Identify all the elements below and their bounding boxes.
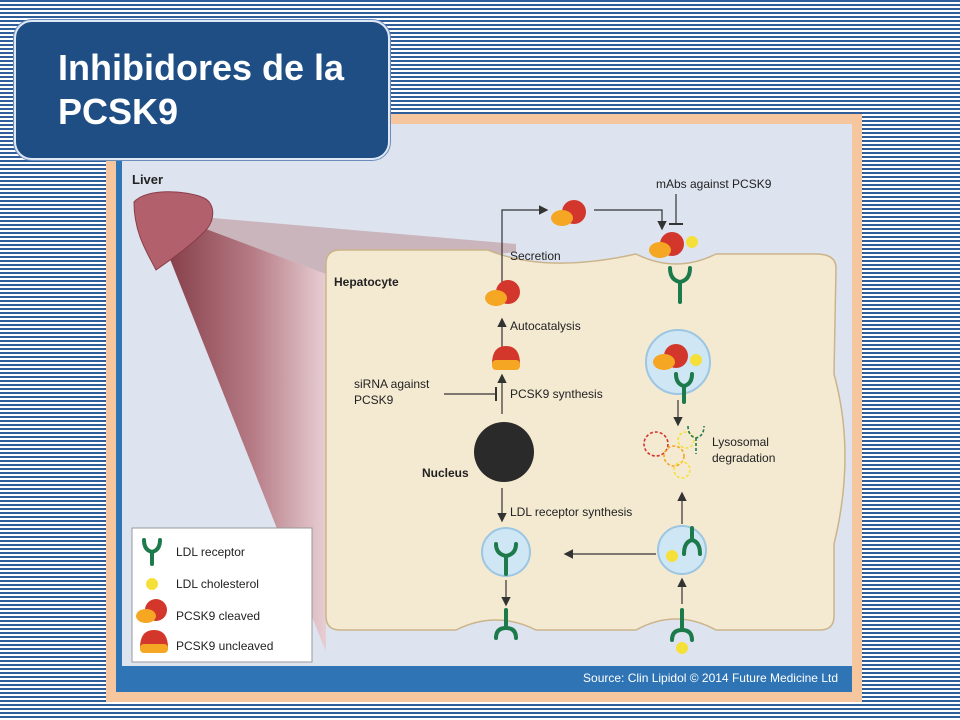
slide-title-box: Inhibidores de la PCSK9 (14, 20, 390, 160)
slide-title-line-2: PCSK9 (58, 91, 179, 132)
pathway-line-to-receptor (594, 209, 667, 231)
legend-ldl-cholesterol-icon (146, 578, 158, 590)
secretion-label: Secretion (510, 249, 561, 263)
pathway-line-secretion-out (501, 205, 549, 262)
sirna-label-line-1: siRNA against (354, 377, 430, 391)
ldl-receptor-surface-bottom-right (670, 608, 694, 642)
ldl-receptor-in-new-vesicle (494, 542, 518, 576)
legend-label-ldl-receptor: LDL receptor (176, 545, 245, 559)
figure-left-strip (116, 124, 122, 692)
legend-label-ldl-cholesterol: LDL cholesterol (176, 577, 259, 591)
liver-label: Liver (132, 172, 163, 187)
pcsk9-cleaved-intracellular (485, 280, 520, 306)
diagram-canvas: Liver Hepatocyte Nucleus Secretion Autoc… (131, 172, 846, 663)
pcsk9-diagram: Liver Hepatocyte Nucleus Secretion Autoc… (116, 124, 852, 692)
pcsk9-synthesis-label: PCSK9 synthesis (510, 387, 603, 401)
sirna-label-line-2: PCSK9 (354, 393, 394, 407)
figure-frame: Liver Hepatocyte Nucleus Secretion Autoc… (106, 114, 862, 702)
ldl-receptor-in-recycling-vesicle (682, 526, 702, 556)
lysosomal-label-line-1: Lysosomal (712, 435, 769, 449)
lysosomal-degradation-fragments (643, 425, 705, 479)
pcsk9-at-surface-receptor (649, 232, 698, 258)
lysosomal-label-line-2: degradation (712, 451, 775, 465)
nucleus-label: Nucleus (422, 466, 469, 480)
mabs-label: mAbs against PCSK9 (656, 177, 772, 191)
pcsk9-in-endosome (653, 344, 702, 370)
legend-ldl-receptor-icon (142, 538, 162, 566)
slide-title-line-1: Inhibidores de la (58, 47, 345, 88)
ldl-cholesterol-surface (676, 642, 688, 654)
autocatalysis-label: Autocatalysis (510, 319, 581, 333)
source-bar: Source: Clin Lipidol © 2014 Future Medic… (116, 666, 852, 692)
ldl-receptor-surface-bottom-center (494, 608, 518, 640)
legend-label-pcsk9-uncleaved: PCSK9 uncleaved (176, 639, 273, 653)
legend-pcsk9-uncleaved-icon (140, 630, 168, 653)
pcsk9-uncleaved-intracellular (492, 346, 520, 370)
pcsk9-secreted (551, 200, 586, 226)
ldl-receptor-synthesis-label: LDL receptor synthesis (510, 505, 632, 519)
ldl-receptor-surface-top (668, 266, 692, 304)
source-credit: Source: Clin Lipidol © 2014 Future Medic… (583, 671, 838, 685)
ldl-cholesterol-in-vesicle (666, 550, 678, 562)
nucleus (474, 422, 534, 482)
legend-label-pcsk9-cleaved: PCSK9 cleaved (176, 609, 260, 623)
legend-pcsk9-cleaved-icon (136, 599, 167, 623)
liver-icon (133, 191, 214, 271)
hepatocyte-label: Hepatocyte (334, 275, 399, 289)
ldl-receptor-in-endosome (674, 372, 694, 404)
